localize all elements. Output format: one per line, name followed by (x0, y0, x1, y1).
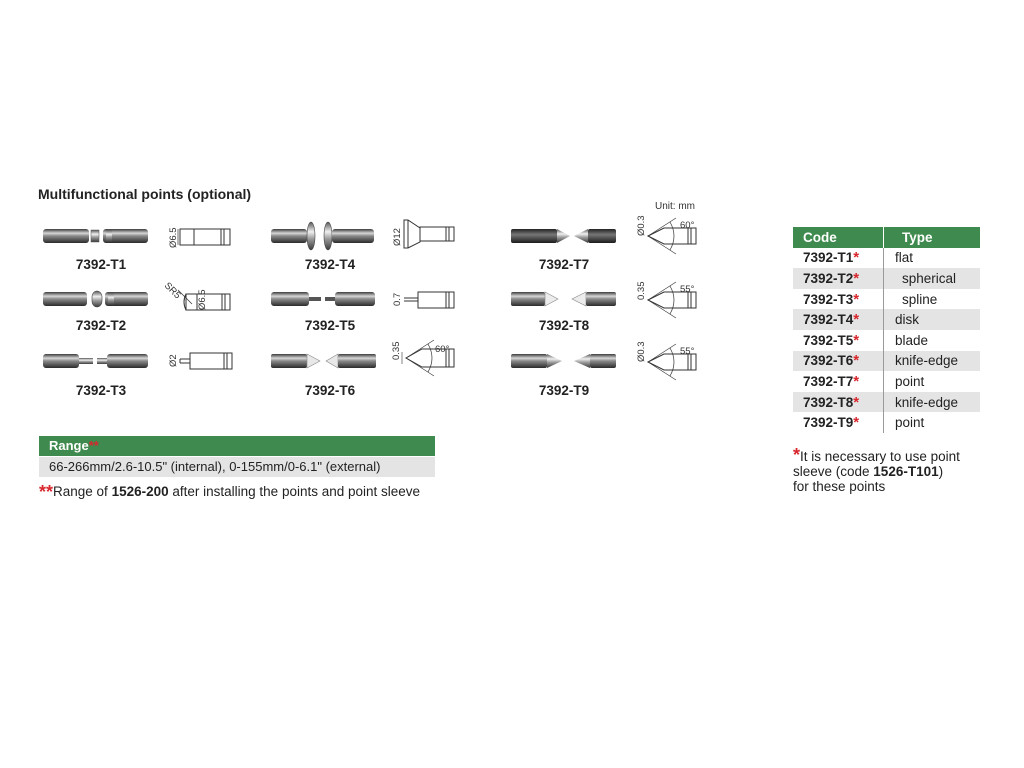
range-note-suffix: after installing the points and point sl… (168, 484, 421, 499)
footnote-code: 1526-T101 (873, 464, 939, 479)
unit-label: Unit: mm (655, 201, 695, 212)
row-star: * (853, 269, 860, 287)
row-code: 7392-T7 (803, 373, 854, 389)
point-drawing-t1: Ø6.5 (168, 227, 231, 248)
row-code: 7392-T4 (803, 312, 854, 328)
dim-t3-diameter: Ø2 (168, 354, 179, 367)
row-type: point (895, 373, 925, 389)
point-photo-t5 (271, 292, 375, 306)
footnote-line2-suffix: ) (938, 464, 944, 479)
point-drawing-t8: 0.35 55° (636, 282, 697, 319)
range-note-prefix: Range of (53, 484, 112, 499)
row-type: knife-edge (883, 350, 980, 372)
table-row: 7392-T8* knife-edge (793, 391, 980, 413)
row-code: 7392-T2 (803, 270, 854, 286)
range-note-stars: ** (39, 482, 54, 502)
point-code-t3: 7392-T3 (75, 383, 127, 398)
dim-t7-angle: 60° (680, 220, 695, 231)
point-photo-t4 (271, 221, 374, 251)
dim-t6-angle: 60° (435, 344, 450, 355)
point-photo-t2 (43, 290, 148, 308)
row-type: point (895, 415, 925, 431)
dim-t6-edge: 0.35 (391, 342, 402, 361)
row-code: 7392-T6 (803, 353, 854, 369)
dim-t9-tip: Ø0.3 (636, 341, 647, 362)
row-star: * (853, 414, 860, 432)
table-row: 7392-T6* knife-edge (793, 350, 980, 372)
point-code-t7: 7392-T7 (538, 257, 590, 272)
row-star: * (853, 372, 860, 390)
row-type: disk (883, 309, 980, 330)
footnote-line1: It is necessary to use point (800, 449, 960, 464)
row-star: * (853, 290, 860, 308)
point-drawing-t3: Ø2 (168, 352, 233, 370)
point-photo-t7 (511, 229, 616, 243)
dim-t9-angle: 55° (680, 346, 695, 357)
footnote: *It is necessary to use point sleeve (co… (793, 445, 983, 494)
code-type-table: Code Type 7392-T1* flat 7392-T2* spheric… (793, 227, 980, 433)
range-value: 66-266mm/2.6-10.5" (internal), 0-155mm/0… (39, 457, 435, 477)
dim-t7-tip: Ø0.3 (636, 215, 647, 236)
point-drawing-t2: SR5 Ø6.5 (162, 280, 231, 311)
point-code-t8: 7392-T8 (538, 318, 590, 333)
table-row: 7392-T4* disk (793, 309, 980, 330)
footnote-line3: for these points (793, 479, 886, 494)
point-code-t2: 7392-T2 (75, 318, 127, 333)
point-drawing-t7: Ø0.3 60° (636, 215, 697, 255)
point-drawing-t9: Ø0.3 55° (636, 341, 697, 381)
header-code: Code (793, 227, 884, 248)
point-drawing-t4: Ø12 (392, 219, 455, 249)
row-star: * (853, 352, 860, 370)
header-type: Type (883, 227, 980, 248)
section-heading: Multifunctional points (optional) (38, 186, 252, 202)
point-code-t5: 7392-T5 (304, 318, 356, 333)
point-photo-t9 (511, 354, 616, 368)
point-photo-t1 (43, 229, 148, 243)
row-type: spherical (883, 268, 980, 289)
point-code-t6: 7392-T6 (304, 383, 356, 398)
dim-t2-diameter: Ø6.5 (197, 289, 208, 310)
table-row: 7392-T9* point (793, 412, 980, 433)
range-note-code: 1526-200 (111, 484, 169, 499)
table-header-row: Code Type (793, 227, 980, 248)
point-photo-t3 (43, 354, 148, 368)
dim-t2-radius: SR5 (162, 280, 183, 301)
dim-t8-edge: 0.35 (636, 282, 647, 301)
point-photo-t8 (511, 291, 616, 307)
table-row: 7392-T5* blade (793, 329, 980, 351)
row-code: 7392-T9 (803, 415, 854, 431)
point-photo-t6 (271, 353, 376, 369)
row-code: 7392-T3 (803, 291, 854, 307)
footnote-line2-prefix: sleeve (code (793, 464, 874, 479)
range-stars: ** (88, 438, 99, 453)
dim-t8-angle: 55° (680, 284, 695, 295)
range-header: Range** (39, 436, 435, 456)
table-row: 7392-T2* spherical (793, 268, 980, 289)
point-code-t1: 7392-T1 (75, 257, 127, 272)
range-note: **Range of 1526-200 after installing the… (39, 482, 420, 503)
point-drawing-t6: 0.35 60° (391, 339, 455, 377)
table-row: 7392-T1* flat (793, 247, 980, 269)
row-type: flat (895, 250, 914, 266)
table-row: 7392-T7* point (793, 371, 980, 392)
row-star: * (853, 393, 860, 411)
row-type: knife-edge (883, 391, 980, 413)
dim-t5-thickness: 0.7 (392, 293, 403, 306)
row-code: 7392-T1 (803, 250, 854, 266)
dim-t1-diameter: Ø6.5 (168, 227, 179, 248)
row-type: blade (895, 332, 929, 348)
table-row: 7392-T3* spline (793, 288, 980, 310)
point-code-t9: 7392-T9 (538, 383, 590, 398)
row-star: * (853, 311, 860, 329)
row-code: 7392-T8 (803, 394, 854, 410)
row-code: 7392-T5 (803, 332, 854, 348)
row-type: spline (902, 291, 938, 307)
range-label: Range (49, 438, 89, 453)
row-star: * (853, 331, 860, 349)
point-code-t4: 7392-T4 (304, 257, 356, 272)
row-star: * (853, 249, 860, 267)
point-drawing-t5: 0.7 (392, 291, 455, 309)
footnote-star: * (793, 445, 801, 465)
dim-t4-diameter: Ø12 (392, 228, 403, 246)
